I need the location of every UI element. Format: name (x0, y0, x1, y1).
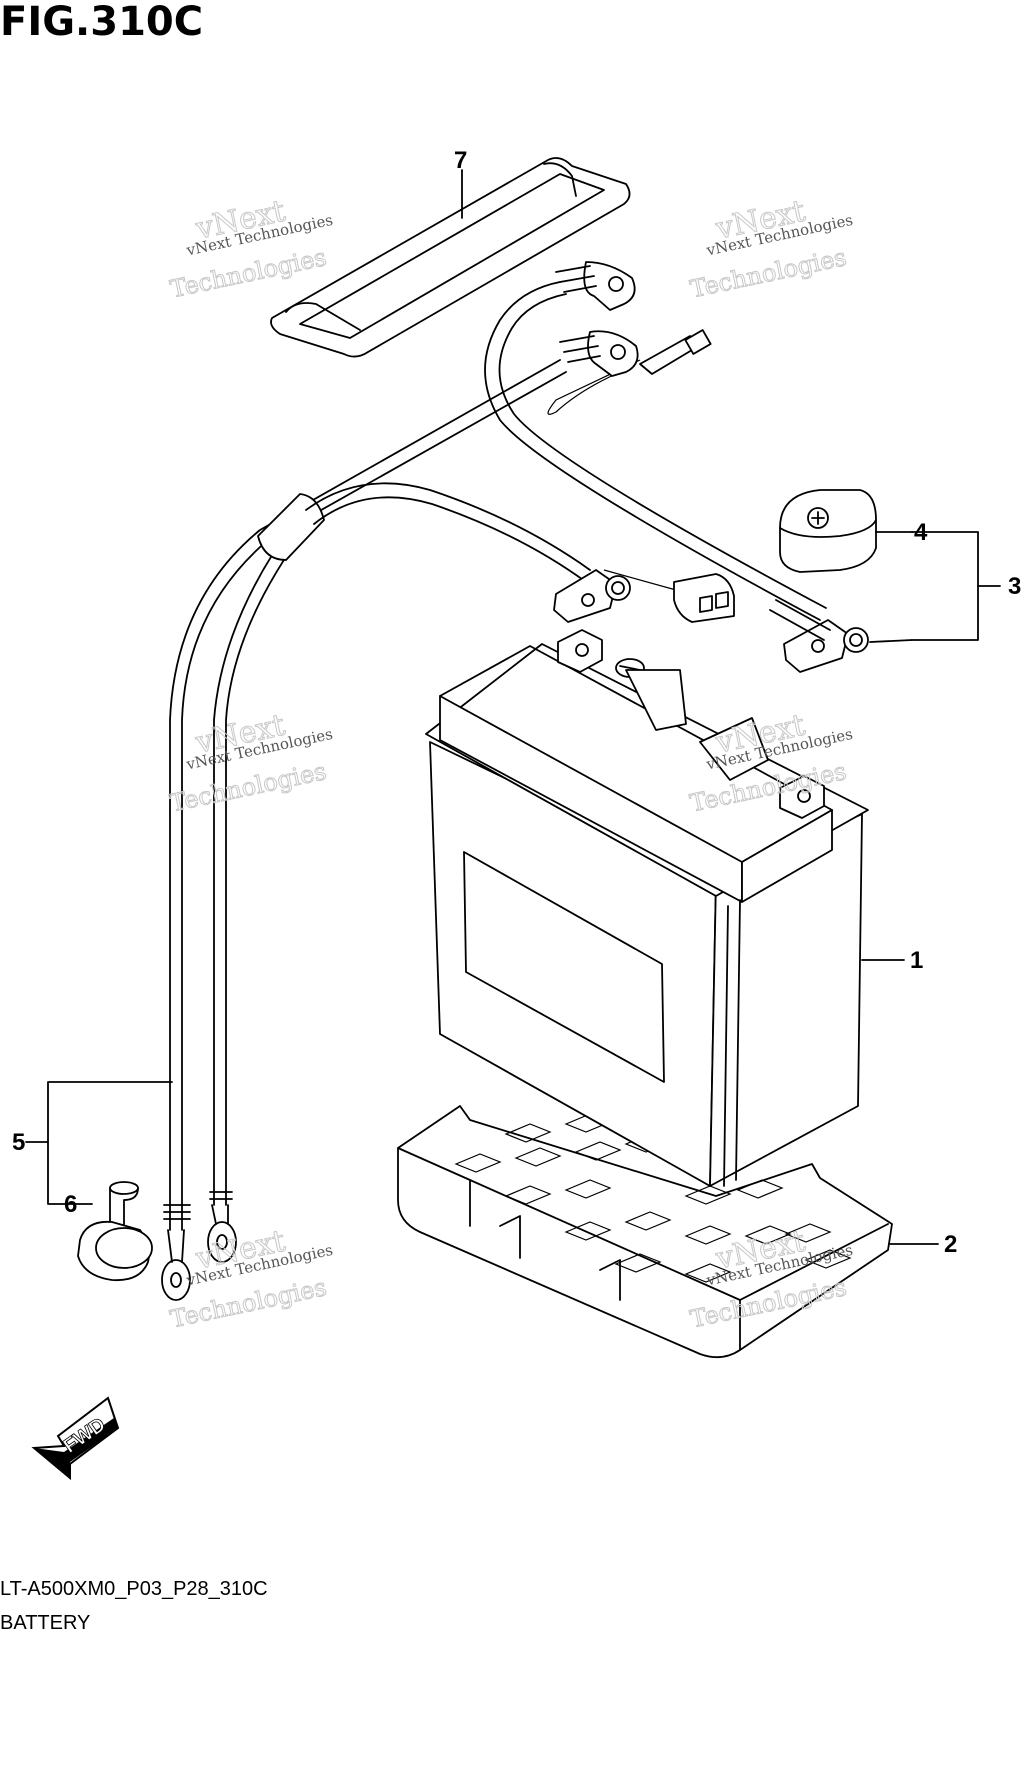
battery-band[interactable] (270, 157, 631, 358)
negative-terminal-bracket[interactable] (553, 569, 631, 623)
upper-terminal[interactable] (555, 261, 636, 311)
battery-cable-harness[interactable] (161, 281, 827, 1301)
coupler-connector[interactable] (673, 573, 735, 623)
callout-2: 2 (944, 1231, 957, 1258)
middle-terminal[interactable] (559, 330, 639, 377)
watermark-top-right: vNext vNext Technologies Technologies (687, 193, 854, 304)
terminal-cap[interactable] (77, 1181, 153, 1282)
callout-3: 3 (1008, 573, 1021, 600)
callout-4: 4 (914, 519, 928, 546)
watermark-top-left: vNext vNext Technologies Technologies (167, 193, 334, 304)
watermark-mid-left: vNext vNext Technologies Technologies (167, 707, 334, 818)
callout-1: 1 (910, 947, 923, 974)
callout-5: 5 (12, 1129, 25, 1156)
terminal-cover-plus[interactable] (779, 489, 877, 573)
coupler-connector-upper[interactable] (639, 329, 712, 375)
figure-title: FIG.310C (0, 0, 204, 45)
figure-name: BATTERY (0, 1612, 91, 1634)
fwd-direction-arrow: FWD (31, 1396, 120, 1481)
callout-6: 6 (64, 1191, 77, 1218)
leader-lines (25, 169, 1001, 1245)
positive-terminal-bracket[interactable] (769, 599, 869, 673)
callout-7: 7 (454, 147, 467, 174)
battery-tray[interactable] (397, 1105, 893, 1359)
figure-code: LT-A500XM0_P03_P28_310C (0, 1578, 268, 1600)
battery[interactable] (425, 629, 869, 1187)
